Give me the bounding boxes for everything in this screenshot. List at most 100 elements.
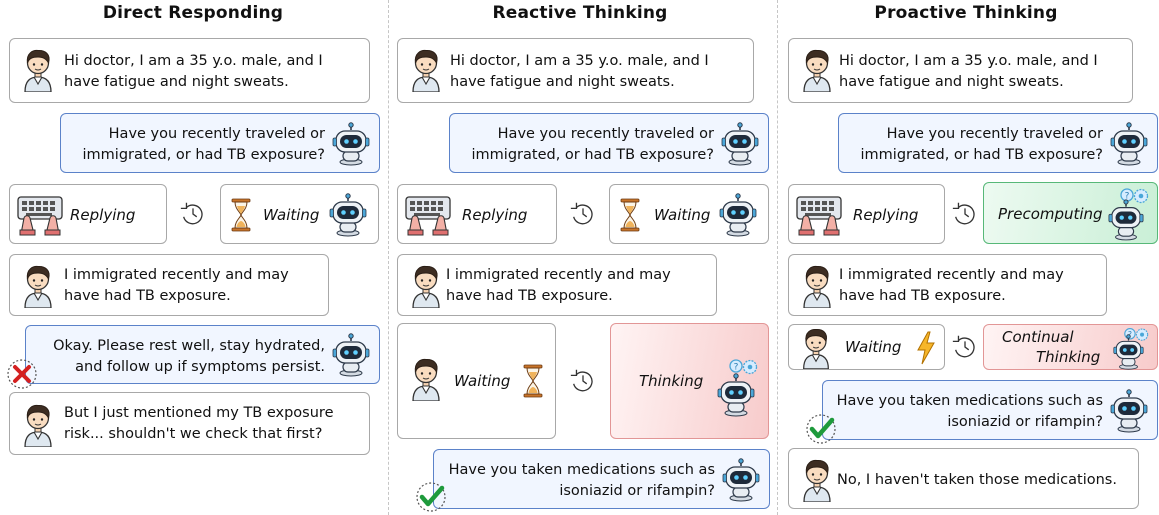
- user-message-card: No, I haven't taken those medications.: [788, 448, 1139, 509]
- user-message-card: I immigrated recently and may have had T…: [788, 254, 1107, 316]
- user-message-card: Hi doctor, I am a 35 y.o. male, and I ha…: [9, 38, 370, 103]
- bot-message-card: Have you recently traveled or immigrated…: [449, 113, 769, 173]
- cross-mark-icon: [7, 359, 37, 389]
- user-message-line: have had TB exposure.: [839, 288, 1006, 304]
- user-message-line: I immigrated recently and may: [64, 267, 289, 283]
- patient-avatar-icon: [797, 458, 837, 502]
- bot-message-line: immigrated, or had TB exposure?: [471, 147, 714, 163]
- user-waiting-card: Waiting: [788, 324, 945, 370]
- patient-avatar-icon: [18, 48, 58, 92]
- bot-state-label: Waiting: [263, 206, 320, 224]
- user-message-card: I immigrated recently and may have had T…: [397, 254, 717, 316]
- user-message-card: I immigrated recently and may have had T…: [9, 254, 329, 316]
- patient-avatar-icon: [797, 48, 837, 92]
- user-state-label: Waiting: [845, 338, 902, 356]
- check-mark-icon: [416, 482, 446, 512]
- column-title-reactive: Reactive Thinking: [492, 3, 668, 23]
- user-message-line: have fatigue and night sweats.: [64, 74, 289, 90]
- column-divider-2: [777, 0, 778, 515]
- robot-avatar-icon: [1109, 122, 1149, 166]
- patient-avatar-icon: [18, 264, 58, 308]
- cycle-icon: [951, 333, 979, 361]
- user-message-line: No, I haven't taken those medications.: [837, 472, 1117, 488]
- user-message-card: Hi doctor, I am a 35 y.o. male, and I ha…: [397, 38, 754, 103]
- user-message-line: risk... shouldn't we check that first?: [64, 426, 323, 442]
- patient-avatar-icon: [797, 264, 837, 308]
- user-message-line: Hi doctor, I am a 35 y.o. male, and I: [450, 53, 709, 69]
- bot-message-line: Have you taken medications such as: [448, 462, 715, 478]
- robot-sleeping-icon: [718, 193, 758, 237]
- user-state-card: Replying: [788, 184, 945, 244]
- bot-state-card: Waiting: [609, 184, 769, 244]
- robot-thinking-icon: [716, 373, 756, 417]
- bot-message-line: and follow up if symptoms persist.: [75, 359, 325, 375]
- cycle-icon: [951, 200, 979, 228]
- robot-avatar-icon: [1109, 389, 1149, 433]
- bot-message-card: Have you taken medications such as isoni…: [433, 449, 770, 509]
- user-message-line: have had TB exposure.: [446, 288, 613, 304]
- bot-message-card: Okay. Please rest well, stay hydrated, a…: [25, 325, 380, 384]
- cycle-icon: [569, 200, 597, 228]
- patient-avatar-icon: [406, 264, 446, 308]
- bot-message-line: Have you recently traveled or: [886, 126, 1103, 142]
- keyboard-typing-icon: [16, 194, 64, 236]
- patient-avatar-icon: [797, 327, 835, 369]
- bot-thinking-card: Continual Thinking: [983, 324, 1158, 370]
- bot-thinking-card: Thinking: [610, 323, 769, 439]
- hourglass-icon: [231, 198, 251, 232]
- robot-thinking-icon: [1112, 334, 1145, 370]
- user-state-label: Waiting: [454, 372, 511, 390]
- bot-message-line: Okay. Please rest well, stay hydrated,: [53, 338, 325, 354]
- user-message-line: Hi doctor, I am a 35 y.o. male, and I: [839, 53, 1098, 69]
- robot-thinking-icon: [1107, 199, 1145, 241]
- user-state-label: Replying: [462, 206, 528, 224]
- user-message-line: I immigrated recently and may: [446, 267, 671, 283]
- column-divider-1: [388, 0, 389, 515]
- check-mark-icon: [806, 414, 836, 444]
- robot-sleeping-icon: [328, 193, 368, 237]
- bot-state-label: Continual: [1002, 328, 1074, 346]
- user-message-line: I immigrated recently and may: [839, 267, 1064, 283]
- user-waiting-card: Waiting: [397, 323, 556, 439]
- bot-message-card: Have you taken medications such as isoni…: [822, 380, 1158, 440]
- robot-avatar-icon: [720, 122, 760, 166]
- bot-message-line: immigrated, or had TB exposure?: [860, 147, 1103, 163]
- bot-state-card: Waiting: [220, 184, 379, 244]
- bot-message-line: Have you recently traveled or: [108, 126, 325, 142]
- user-message-line: have fatigue and night sweats.: [450, 74, 675, 90]
- user-message-line: Hi doctor, I am a 35 y.o. male, and I: [64, 53, 323, 69]
- bot-message-line: isoniazid or rifampin?: [947, 414, 1103, 430]
- bot-message-card: Have you recently traveled or immigrated…: [60, 113, 380, 173]
- bot-state-label: Thinking: [1036, 348, 1101, 366]
- bot-message-line: Have you recently traveled or: [497, 126, 714, 142]
- user-message-line: have fatigue and night sweats.: [839, 74, 1064, 90]
- user-state-card: Replying: [397, 184, 557, 244]
- user-state-label: Replying: [70, 206, 136, 224]
- user-message-card: But I just mentioned my TB exposure risk…: [9, 392, 370, 455]
- user-state-card: Replying: [9, 184, 167, 244]
- bot-state-label: Waiting: [654, 206, 711, 224]
- confused-patient-icon: [18, 403, 58, 447]
- column-title-proactive: Proactive Thinking: [874, 3, 1058, 23]
- bot-message-line: immigrated, or had TB exposure?: [82, 147, 325, 163]
- anxious-patient-icon: [406, 357, 446, 401]
- bot-message-line: Have you taken medications such as: [836, 393, 1103, 409]
- robot-avatar-icon: [331, 122, 371, 166]
- bot-state-label: Thinking: [639, 372, 704, 390]
- keyboard-typing-icon: [404, 194, 452, 236]
- user-message-card: Hi doctor, I am a 35 y.o. male, and I ha…: [788, 38, 1133, 103]
- user-message-line: have had TB exposure.: [64, 288, 231, 304]
- patient-avatar-icon: [406, 48, 446, 92]
- cycle-icon: [569, 367, 597, 395]
- cycle-icon: [179, 200, 207, 228]
- column-title-direct: Direct Responding: [102, 3, 284, 23]
- bot-precomputing-card: Precomputing: [983, 182, 1158, 244]
- bot-message-card: Have you recently traveled or immigrated…: [838, 113, 1158, 173]
- user-state-label: Replying: [853, 206, 919, 224]
- bot-state-label: Precomputing: [998, 205, 1103, 223]
- lightning-bolt-icon: [916, 331, 936, 365]
- hourglass-icon: [620, 198, 640, 232]
- bot-message-line: isoniazid or rifampin?: [559, 483, 715, 499]
- robot-avatar-icon: [721, 458, 761, 502]
- keyboard-typing-icon: [795, 194, 843, 236]
